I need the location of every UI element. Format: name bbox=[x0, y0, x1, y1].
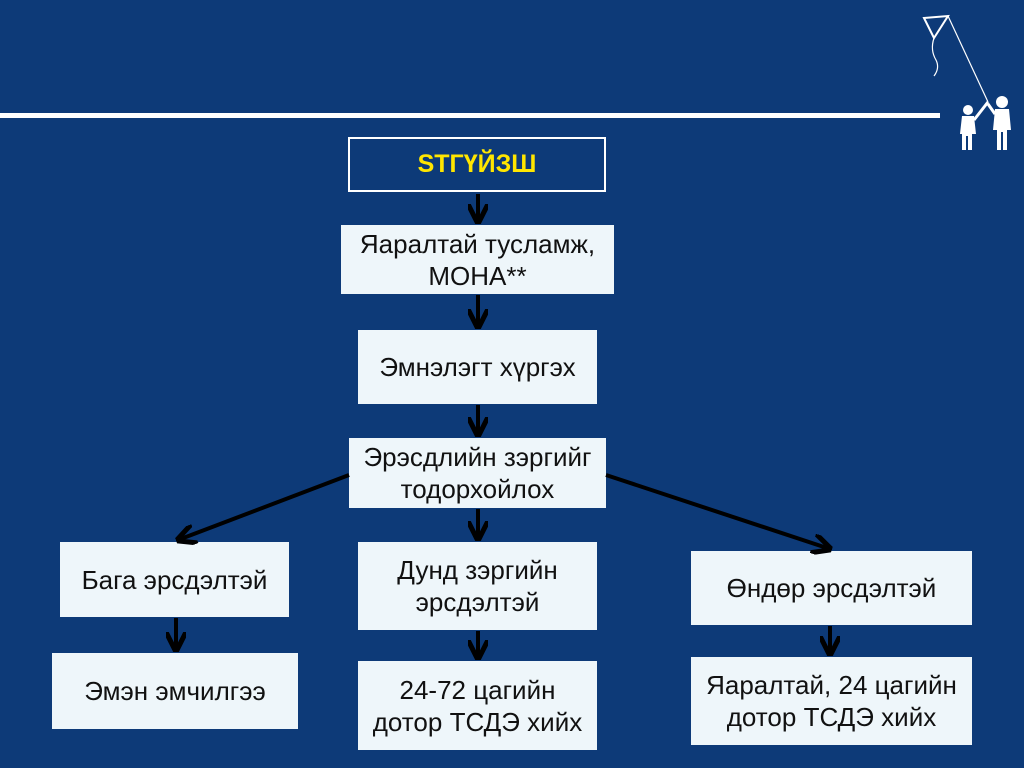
header-divider bbox=[0, 113, 940, 118]
node-pci-urgent-24h: Яаралтай, 24 цагийн дотор ТСДЭ хийх bbox=[691, 657, 972, 745]
node-pci-urgent-24h-line2: дотор ТСДЭ хийх bbox=[726, 702, 937, 732]
flowchart-title: STГҮЙЗШ bbox=[348, 137, 606, 192]
node-medium-risk-line2: эрсдэлтэй bbox=[415, 587, 540, 617]
node-high-risk: Өндөр эрсдэлтэй bbox=[691, 551, 972, 625]
node-hospital-transfer: Эмнэлэгт хүргэх bbox=[358, 330, 597, 404]
node-pci-24-72h-line2: дотор ТСДЭ хийх bbox=[372, 706, 583, 737]
node-pci-24-72h-line1: 24-72 цагийн bbox=[399, 674, 556, 705]
node-pci-24-72h: 24-72 цагийн дотор ТСДЭ хийх bbox=[358, 661, 597, 750]
node-emergency-care-line2: МОНА** bbox=[428, 260, 527, 291]
node-risk-assessment: Эрэсдлийн зэргийг тодорхойлох bbox=[349, 438, 606, 508]
node-medication: Эмэн эмчилгээ bbox=[52, 653, 298, 729]
arrow-risk-to-high bbox=[605, 473, 830, 549]
node-high-risk-label: Өндөр эрсдэлтэй bbox=[726, 573, 937, 603]
node-risk-assessment-line1: Эрэсдлийн зэргийг bbox=[363, 442, 592, 472]
node-emergency-care-line1: Яаралтай тусламж, bbox=[359, 228, 596, 259]
kite-children-icon bbox=[916, 10, 1016, 165]
node-emergency-care: Яаралтай тусламж, МОНА** bbox=[341, 225, 614, 294]
node-risk-assessment-line2: тодорхойлох bbox=[400, 474, 555, 504]
node-hospital-transfer-label: Эмнэлэгт хүргэх bbox=[379, 352, 576, 382]
node-pci-urgent-24h-line1: Яаралтай, 24 цагийн bbox=[706, 670, 957, 700]
node-low-risk: Бага эрсдэлтэй bbox=[60, 542, 289, 617]
node-low-risk-label: Бага эрсдэлтэй bbox=[81, 564, 268, 595]
node-medium-risk-line1: Дунд зэргийн bbox=[397, 555, 558, 585]
arrow-risk-to-low bbox=[178, 473, 350, 540]
node-medication-label: Эмэн эмчилгээ bbox=[84, 676, 266, 706]
node-medium-risk: Дунд зэргийн эрсдэлтэй bbox=[358, 542, 597, 630]
